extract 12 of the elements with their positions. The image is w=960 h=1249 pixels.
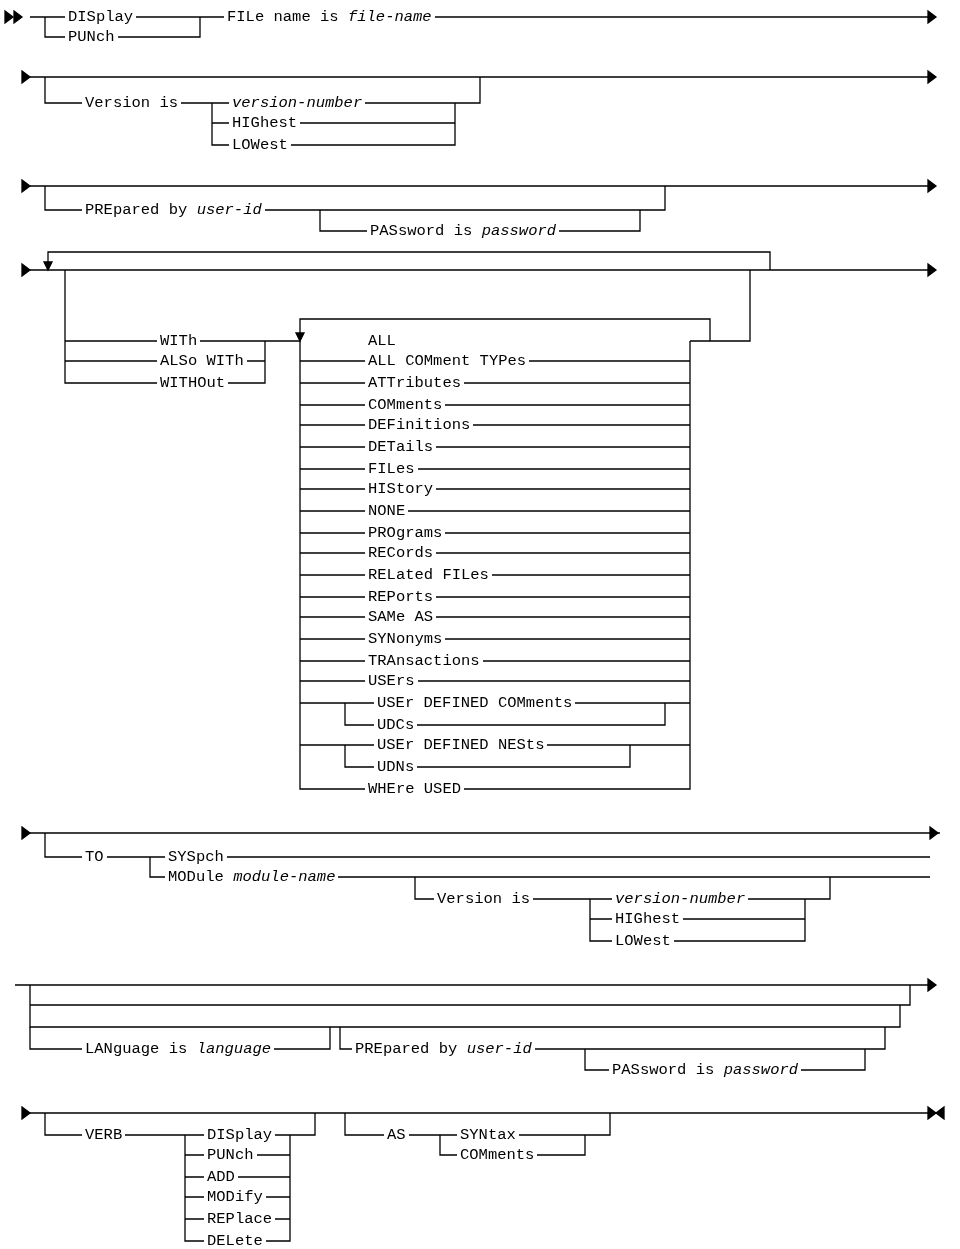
syntax-term: DISplay <box>65 8 137 26</box>
syntax-term: SYNonyms <box>365 630 446 648</box>
syntax-term: PROgrams <box>365 524 446 542</box>
syntax-term: HIStory <box>365 480 437 498</box>
syntax-term: PREpared by user-id <box>352 1040 535 1058</box>
syntax-term: MODify <box>204 1188 266 1206</box>
syntax-term: SYSpch <box>165 848 227 866</box>
syntax-term: DISplay <box>204 1126 276 1144</box>
syntax-term: LANguage is language <box>82 1040 275 1058</box>
syntax-term: PREpared by user-id <box>82 201 265 219</box>
syntax-term: PASsword is password <box>367 222 560 240</box>
syntax-term: PASsword is password <box>609 1061 802 1079</box>
